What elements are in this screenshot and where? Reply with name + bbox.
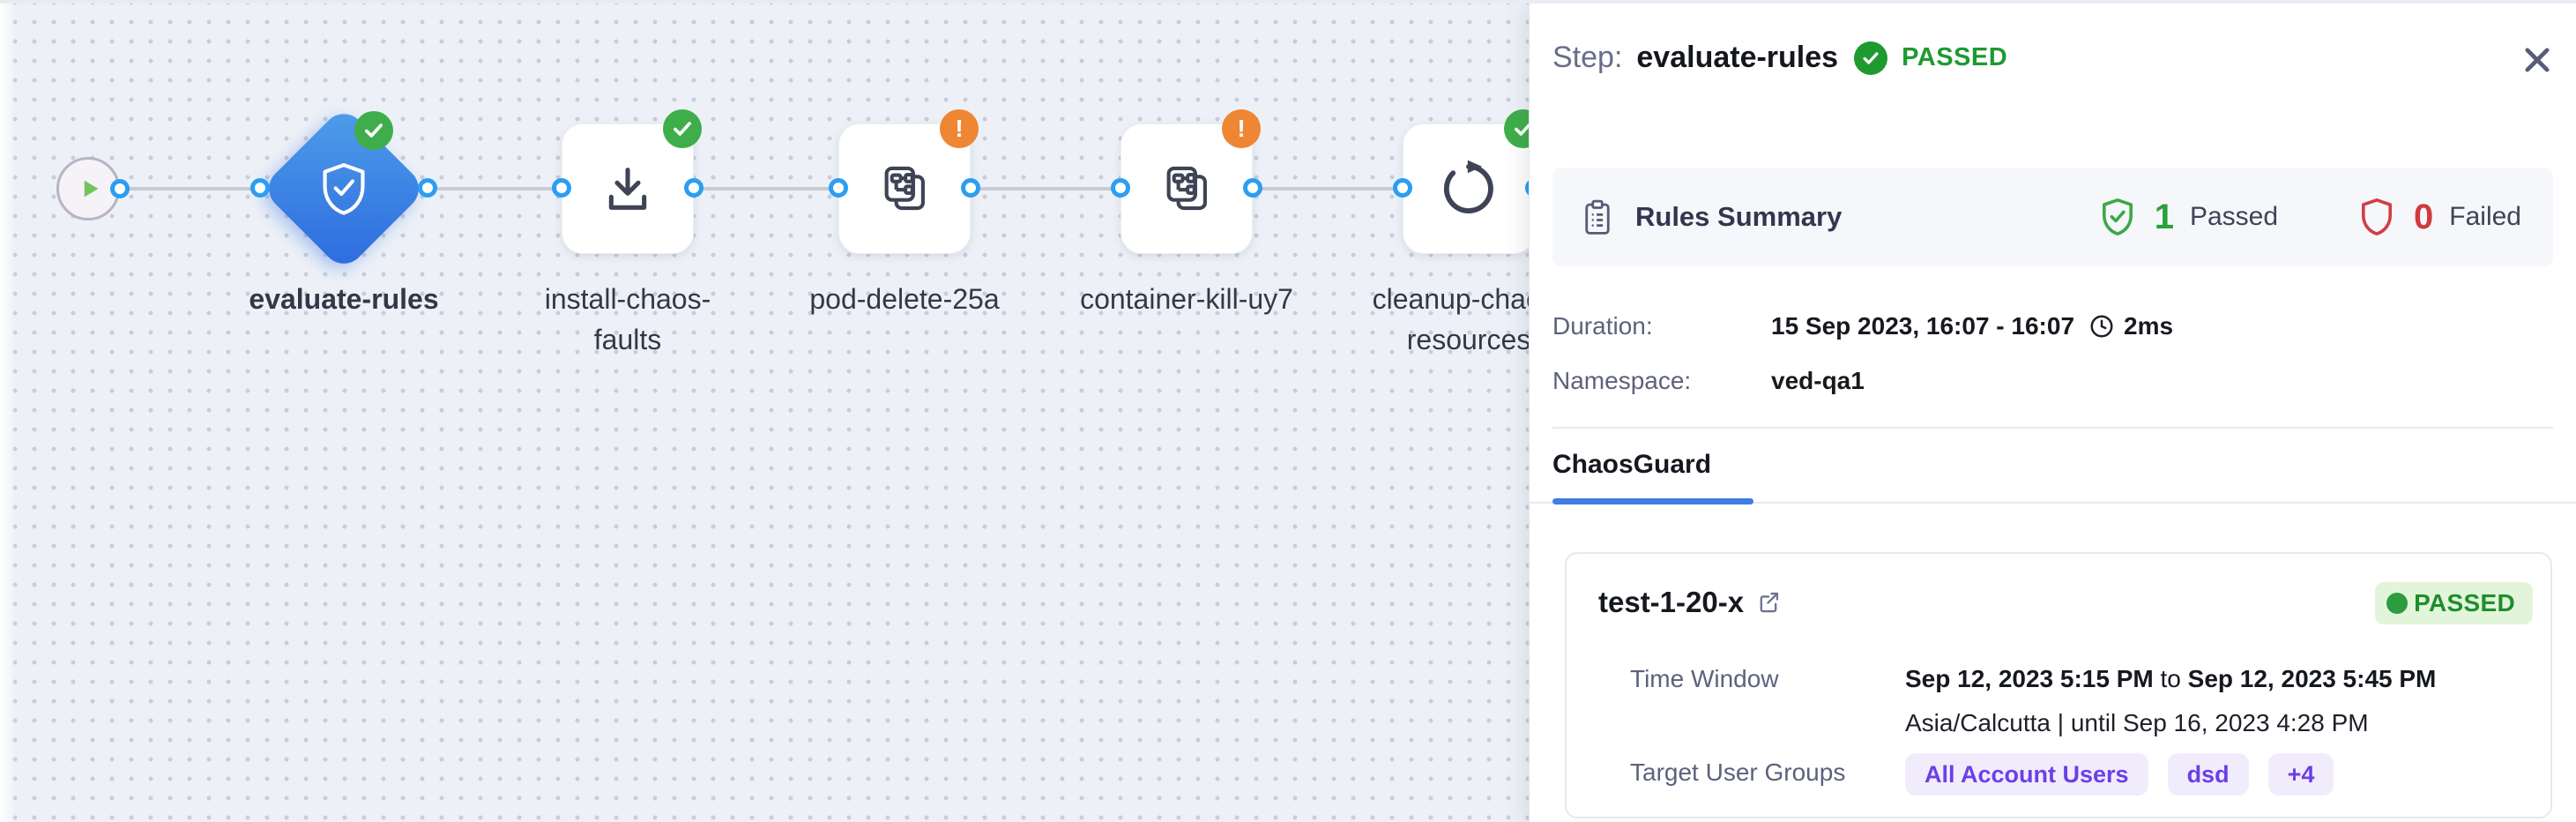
connector-dot	[1393, 178, 1412, 198]
connector-dot	[1243, 178, 1262, 198]
section-divider	[1552, 427, 2553, 429]
user-group-chip: All Account Users	[1905, 753, 2148, 796]
rules-summary-title: Rules Summary	[1635, 201, 1843, 232]
connector-dot	[552, 178, 571, 198]
status-dot-icon	[2386, 593, 2408, 614]
external-link-icon[interactable]	[1756, 590, 1781, 615]
status-badge-warning-icon: !	[1222, 109, 1261, 148]
refresh-icon	[1443, 160, 1493, 213]
timezone-line: Asia/Calcutta | until Sep 16, 2023 4:28 …	[1905, 709, 2369, 736]
status-badge-passed-icon	[663, 109, 702, 148]
step-status-badge: PASSED	[1902, 43, 2008, 71]
node-label: container-kill-uy7	[1080, 283, 1293, 315]
clipboard-icon	[1585, 199, 1610, 235]
user-group-chip: dsd	[2167, 753, 2249, 796]
connector-dot	[110, 179, 130, 198]
rules-stats: 1 Passed 0 Failed	[2096, 195, 2521, 239]
passed-label: Passed	[2189, 202, 2279, 231]
download-icon	[608, 168, 647, 210]
user-group-chip-more: +4	[2267, 753, 2334, 796]
edge-connector	[971, 187, 1120, 191]
connector-dot	[961, 178, 980, 198]
check-circle-icon	[1854, 41, 1888, 75]
step-title: evaluate-rules	[1636, 41, 1839, 74]
connector-dot	[684, 178, 704, 198]
play-icon	[84, 180, 99, 198]
namespace-row: Namespace: ved-qa1	[1552, 362, 2553, 400]
duration-row: Duration: 15 Sep 2023, 16:07 - 16:07 2ms	[1552, 307, 2553, 346]
chaos-fault-icon	[1166, 166, 1207, 211]
rules-summary-bar: Rules Summary 1 Passed 0 Failed	[1552, 168, 2553, 266]
connector-dot	[250, 178, 270, 198]
node-pod-delete-25a[interactable]: ! pod-delete-25a	[809, 109, 1000, 315]
step-details-panel: Step: evaluate-rules PASSED Rules Summar…	[1529, 4, 2576, 822]
chaos-fault-icon	[884, 166, 925, 211]
active-tab-indicator	[1552, 498, 1753, 504]
edge-connector	[1253, 187, 1403, 191]
node-evaluate-rules[interactable]: evaluate-rules	[249, 105, 439, 315]
node-install-chaos-faults[interactable]: install-chaos- faults	[545, 109, 711, 355]
node-container-kill-uy7[interactable]: ! container-kill-uy7	[1080, 109, 1293, 315]
rule-name[interactable]: test-1-20-x	[1598, 586, 1745, 618]
status-badge-warning-icon: !	[940, 109, 979, 148]
shield-check-icon	[2102, 198, 2133, 235]
shield-icon	[2362, 198, 2393, 235]
edge-connector	[694, 187, 838, 191]
node-label: evaluate-rules	[249, 283, 439, 315]
shield-check-icon	[323, 162, 365, 215]
node-start[interactable]	[56, 157, 130, 220]
target-user-groups-row: Target User Groups All Account Users dsd…	[1630, 753, 2524, 796]
namespace-label: Namespace:	[1552, 367, 1692, 394]
edge-connector	[120, 187, 260, 191]
failed-label: Failed	[2449, 202, 2521, 231]
duration-value: 15 Sep 2023, 16:07 - 16:07 2ms	[1771, 312, 2174, 340]
node-cleanup-chaos-resources[interactable]: cleanup-chaos- resources	[1373, 109, 1565, 355]
duration-time: 2ms	[2124, 312, 2174, 340]
connector-dot	[418, 178, 437, 198]
panel-header: Step: evaluate-rules PASSED	[1552, 41, 2497, 75]
time-window-row: Time Window Sep 12, 2023 5:15 PM to Sep …	[1630, 660, 2524, 699]
node-label: pod-delete-25a	[809, 283, 1000, 315]
connector-dot	[829, 178, 848, 198]
namespace-value: ved-qa1	[1771, 367, 1865, 394]
canvas-left-fade	[0, 4, 16, 822]
tab-bottom-border	[1530, 502, 2576, 504]
time-window-label: Time Window	[1630, 665, 1779, 692]
connector-dot	[1111, 178, 1130, 198]
step-prefix: Step:	[1552, 41, 1623, 74]
user-group-chips: All Account Users dsd +4	[1905, 753, 2334, 796]
duration-label: Duration:	[1552, 312, 1653, 340]
tab-chaosguard[interactable]: ChaosGuard	[1552, 450, 1712, 479]
rule-title-row[interactable]: test-1-20-x	[1598, 586, 1781, 619]
close-button[interactable]	[2518, 41, 2557, 79]
passed-count: 1	[2154, 197, 2174, 236]
edge-connector	[428, 187, 562, 191]
node-label: install-chaos- faults	[544, 283, 711, 355]
close-icon	[2525, 48, 2550, 72]
chaosguard-rule-card: test-1-20-x PASSED Time Window Sep 12, 2…	[1565, 552, 2552, 818]
clock-icon	[2090, 315, 2113, 338]
failed-count: 0	[2414, 197, 2434, 236]
target-user-groups-label: Target User Groups	[1630, 758, 1846, 786]
time-window-value: Sep 12, 2023 5:15 PM to Sep 12, 2023 5:4…	[1905, 665, 2437, 692]
status-badge-passed-icon	[354, 111, 393, 150]
rule-status-badge: PASSED	[2375, 582, 2533, 624]
